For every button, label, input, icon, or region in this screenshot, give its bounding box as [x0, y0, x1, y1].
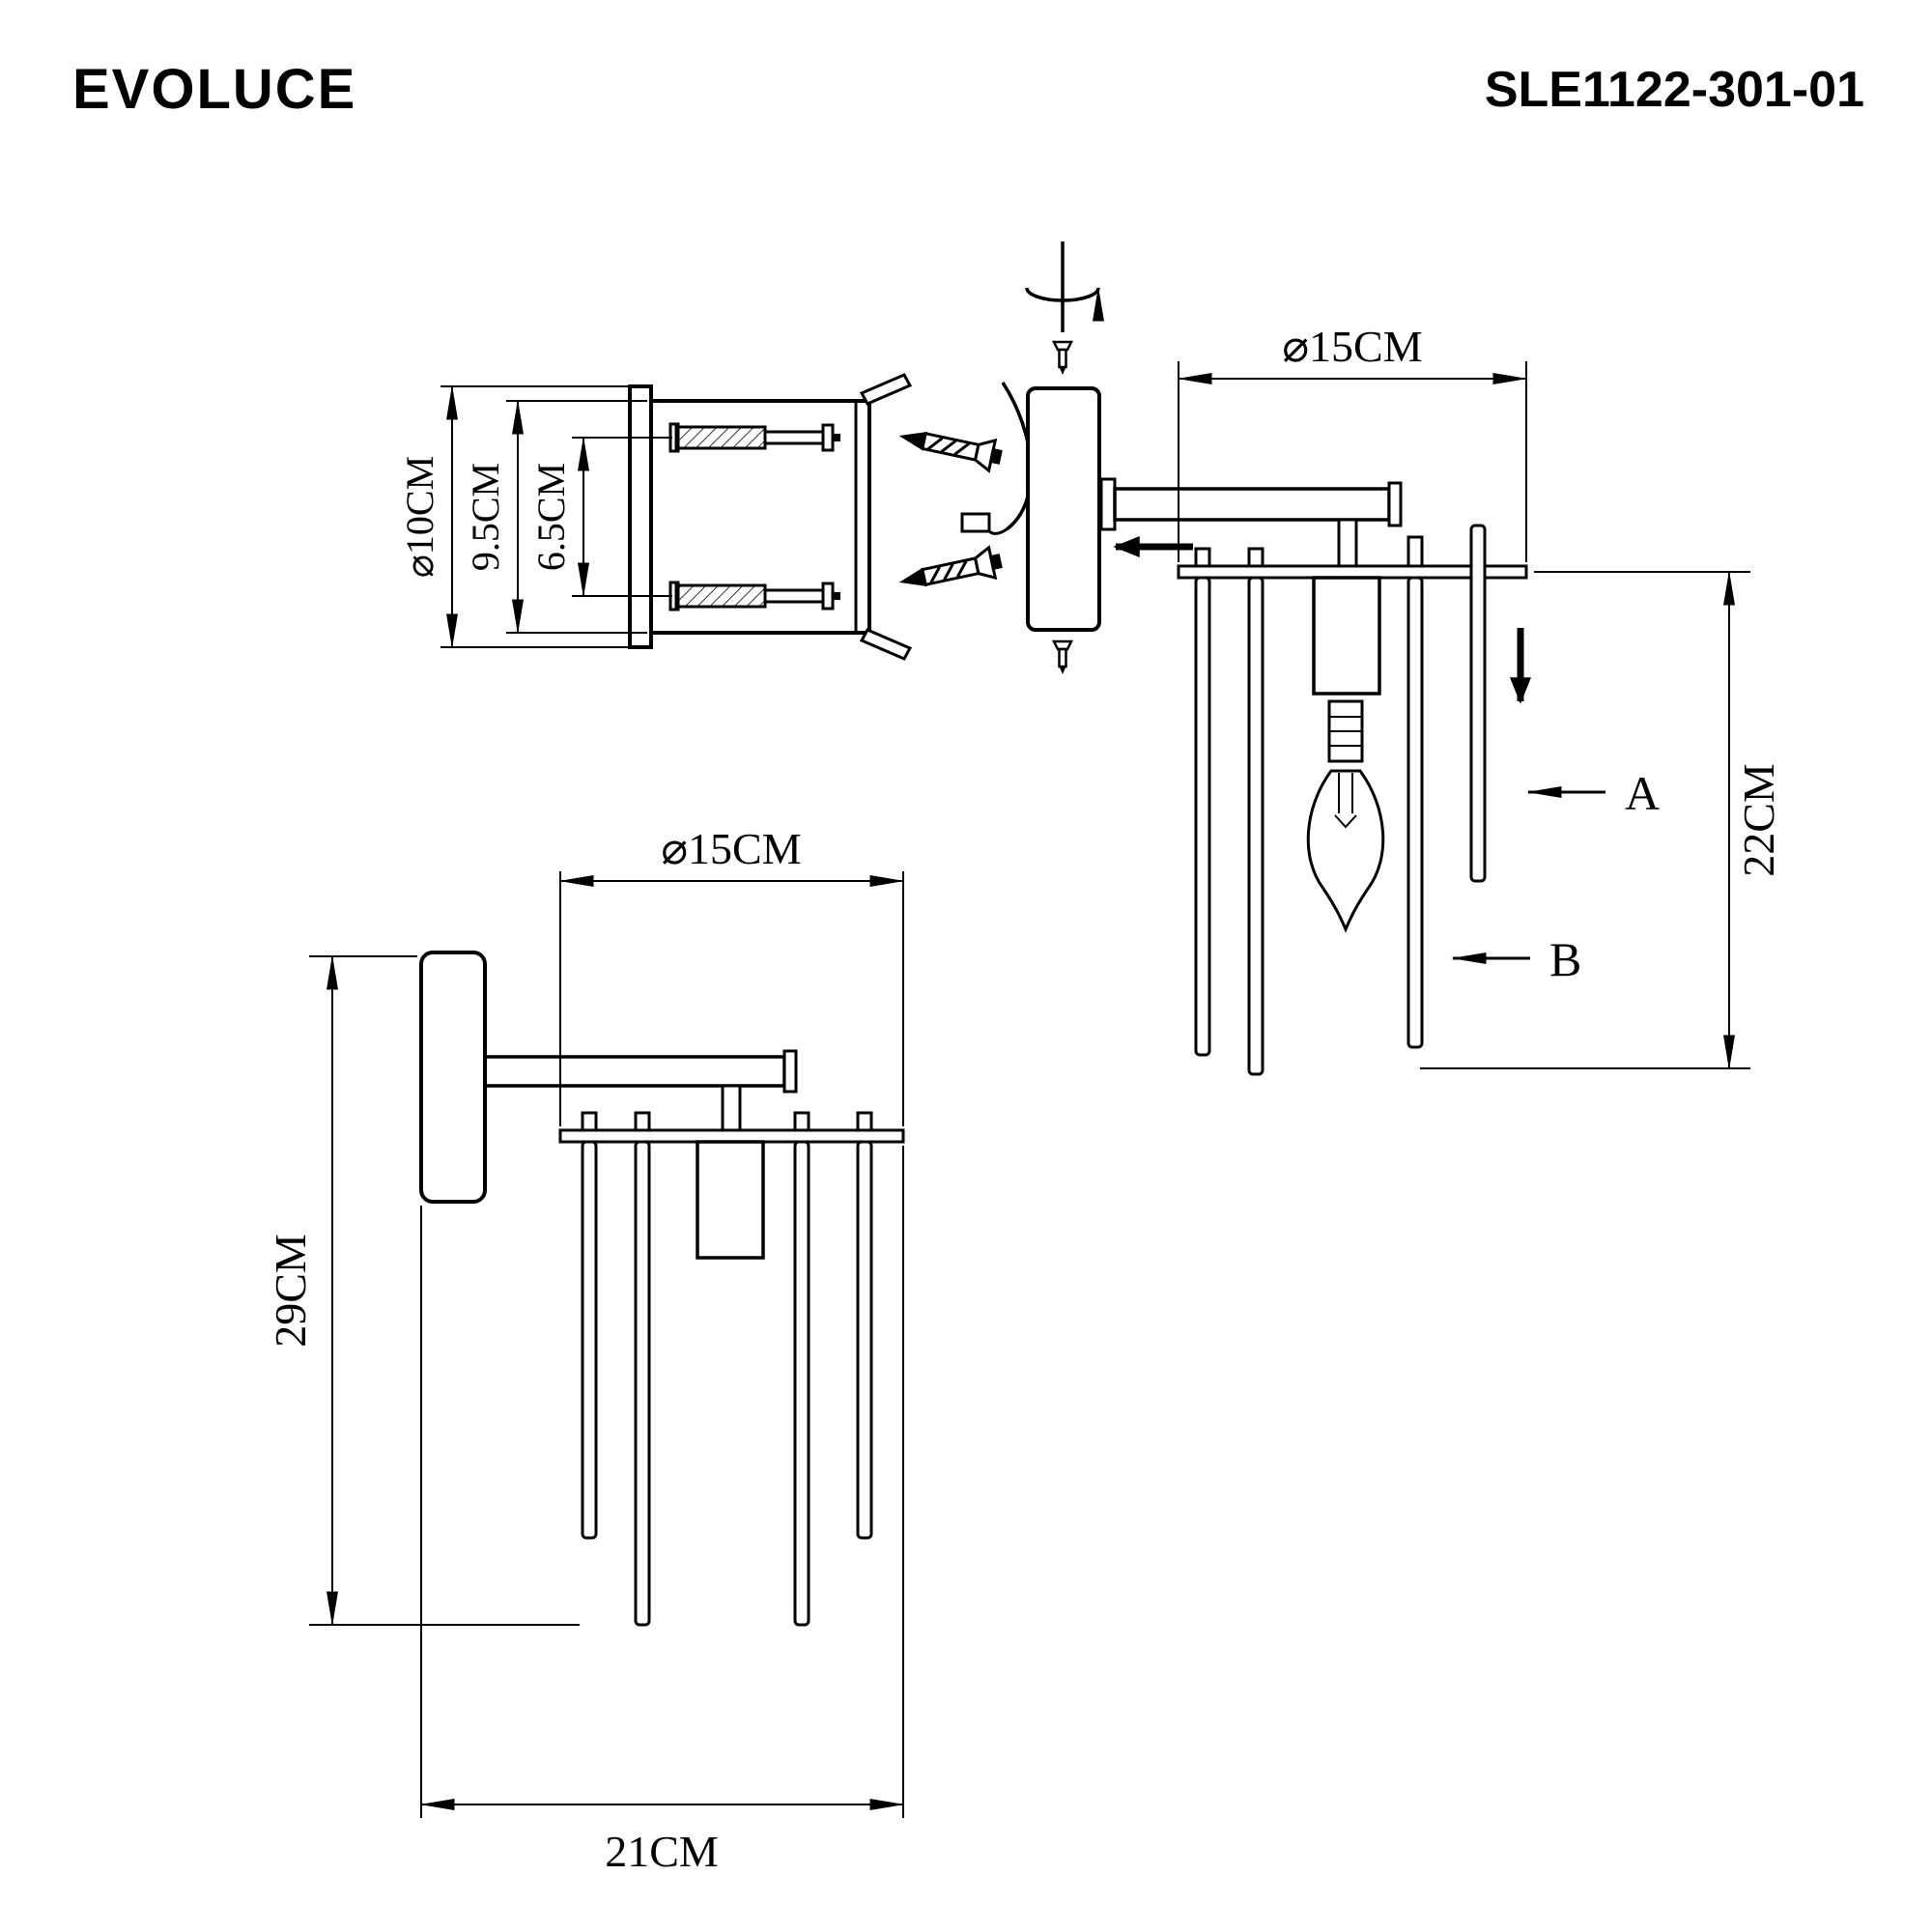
arm-end-cap [782, 1049, 798, 1094]
dimension-total-height: 29CM [266, 954, 580, 1627]
exploded-assembly-view: ⌀15CM 22CM A B [1025, 242, 1783, 1076]
canopy-stem [1337, 518, 1358, 570]
canopy-stem [721, 1084, 742, 1132]
screw-icon [1052, 340, 1073, 377]
side-elevation-view: ⌀15CM 29CM 21CM [266, 824, 905, 1876]
lamp-socket [1312, 576, 1381, 696]
dimension-canopy-diameter: ⌀15CM [558, 824, 905, 1126]
dimension-label-backplate-diameter: ⌀10CM [398, 456, 441, 578]
rod-pin [856, 1111, 873, 1132]
lamp-socket [696, 1140, 765, 1260]
dimension-canopy-diameter: ⌀15CM [1177, 322, 1528, 562]
part-label-a: A [1526, 766, 1660, 820]
rod-pin [1194, 547, 1211, 568]
dimension-label-total-width: 21CM [605, 1827, 719, 1876]
model-number: SLE1122-301-01 [1485, 62, 1864, 118]
dimension-plate-height: 9.5CM [464, 399, 647, 635]
mounting-arm [1113, 487, 1391, 522]
wall-plate [419, 951, 487, 1204]
rod-pin [1247, 547, 1264, 568]
bracket-flange-bottom [859, 628, 913, 661]
dimension-rod-height: 22CM [1420, 570, 1783, 1070]
dimension-label-hole-spacing: 6.5CM [529, 463, 573, 571]
backplate-edge [628, 384, 653, 649]
brand-logo: EVOLUCE [72, 58, 356, 121]
wall-plate [1026, 386, 1101, 632]
dimension-total-width: 21CM [419, 1146, 905, 1876]
wall-anchor-icon [668, 581, 840, 611]
dimension-backplate-diameter: ⌀10CM [398, 384, 628, 649]
arm-collar [1099, 477, 1117, 531]
screw-icon [1052, 639, 1073, 676]
arm-end-cap [1387, 481, 1403, 527]
rod-pin [793, 1111, 810, 1132]
bulb-icon [1306, 699, 1385, 933]
dimension-label-plate-height: 9.5CM [464, 463, 507, 571]
dimension-hole-spacing: 6.5CM [529, 436, 672, 598]
dimension-label-canopy-diameter: ⌀15CM [661, 824, 801, 873]
rod-pin [581, 1111, 598, 1132]
hanging-rod [856, 1140, 873, 1540]
bracket-flange-top [859, 373, 913, 406]
label-a: A [1625, 766, 1660, 820]
dimension-label-canopy-diameter: ⌀15CM [1282, 322, 1422, 371]
label-b: B [1549, 932, 1581, 986]
hanging-rod [1247, 576, 1264, 1076]
screw-icon [898, 419, 1005, 474]
hanging-rod [793, 1140, 810, 1627]
hanging-rod [634, 1140, 651, 1627]
lamp-canopy [558, 1128, 905, 1144]
hanging-rod [581, 1140, 598, 1540]
part-label-b: B [1451, 932, 1581, 986]
hanging-rod-detached [1469, 524, 1487, 883]
screw-icon [898, 544, 1005, 599]
rotation-arrow-icon [1025, 242, 1104, 332]
wall-anchor-icon [668, 422, 840, 453]
hanging-rod [1406, 576, 1424, 1049]
rod-pin [1406, 535, 1424, 568]
bracket-detail-view: 6.5CM 9.5CM ⌀10CM [398, 373, 1033, 661]
mounting-arm [483, 1055, 786, 1088]
dimension-label-total-height: 29CM [266, 1234, 315, 1348]
rod-pin [634, 1111, 651, 1132]
hanging-rod [1194, 576, 1211, 1057]
dimension-label-rod-height: 22CM [1734, 763, 1783, 877]
